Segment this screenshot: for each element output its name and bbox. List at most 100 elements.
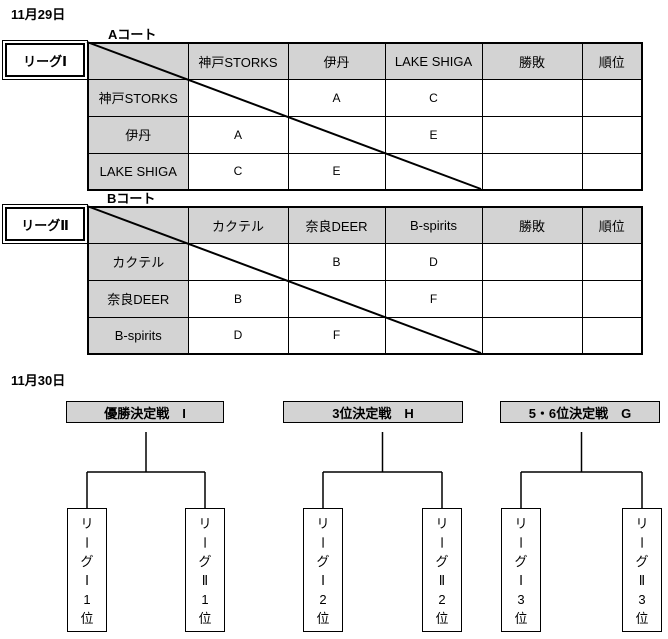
match-cell: D <box>384 242 483 281</box>
record-cell <box>481 78 583 117</box>
seed-label-char: リ <box>514 516 528 531</box>
seed-label-char: 位 <box>435 611 449 626</box>
seed-label-char: グ <box>635 554 649 569</box>
match-cell: C <box>187 152 289 191</box>
team-row-header: B-spirits <box>87 316 189 355</box>
team-column-header: 伊丹 <box>287 42 386 80</box>
seed-label-char: 3 <box>638 592 646 607</box>
seed-label-char: 2 <box>438 592 446 607</box>
match-cell: A <box>187 115 289 154</box>
rank-cell <box>581 152 643 191</box>
result-column-header: 勝敗 <box>481 42 583 80</box>
match-cell <box>287 279 386 318</box>
bracket-seed-box: リーグ Ⅰ 1 位 <box>67 508 107 632</box>
seed-label-char: 1 <box>83 592 91 607</box>
bracket-seed-box: リーグ Ⅱ 2 位 <box>422 508 462 632</box>
court-b-label: Bコート <box>107 191 156 206</box>
seed-label-char: リ <box>80 516 94 531</box>
result-column-header: 勝敗 <box>481 206 583 244</box>
match-cell: E <box>287 152 386 191</box>
team-column-header: LAKE SHIGA <box>384 42 483 80</box>
team-column-header: 神戸STORKS <box>187 42 289 80</box>
seed-label-char: グ <box>198 554 212 569</box>
team-row-header: LAKE SHIGA <box>87 152 189 191</box>
team-row-header: 伊丹 <box>87 115 189 154</box>
record-cell <box>481 152 583 191</box>
league-2-label: リーグⅡ <box>5 207 85 241</box>
match-cell: B <box>187 279 289 318</box>
record-cell <box>481 279 583 318</box>
match-cell <box>187 242 289 281</box>
seed-label-char: 位 <box>635 611 649 626</box>
league-2-box: リーグⅡ <box>2 204 88 244</box>
seed-label-char: ー <box>634 535 650 550</box>
match-cell: A <box>287 78 386 117</box>
bracket-title: 3位決定戦 H <box>283 401 463 423</box>
league-1-box: リーグⅠ <box>2 40 88 80</box>
seed-label-char: ー <box>513 535 529 550</box>
record-cell <box>481 115 583 154</box>
seed-label-char: ー <box>79 535 95 550</box>
match-cell <box>187 78 289 117</box>
team-column-header: カクテル <box>187 206 289 244</box>
rank-cell <box>581 316 643 355</box>
seed-label-char: Ⅰ <box>321 573 325 588</box>
seed-label-char: 2 <box>319 592 327 607</box>
seed-label-char: グ <box>80 554 94 569</box>
date-label-day1: 11月29日 <box>11 7 66 22</box>
seed-label-char: リ <box>198 516 212 531</box>
seed-label-char: Ⅱ <box>438 573 446 588</box>
match-cell <box>384 316 483 355</box>
match-cell: F <box>384 279 483 318</box>
seed-label-char: Ⅰ <box>85 573 89 588</box>
seed-label-char: Ⅰ <box>519 573 523 588</box>
seed-label-char: グ <box>514 554 528 569</box>
seed-label-char: Ⅱ <box>201 573 209 588</box>
seed-label-char: リ <box>316 516 330 531</box>
rank-cell <box>581 242 643 281</box>
seed-label-char: リ <box>635 516 649 531</box>
record-cell <box>481 316 583 355</box>
record-cell <box>481 242 583 281</box>
result-column-header: 順位 <box>581 42 643 80</box>
seed-label-char: ー <box>315 535 331 550</box>
seed-label-char: 位 <box>514 611 528 626</box>
team-row-header: 神戸STORKS <box>87 78 189 117</box>
corner-cell <box>87 206 189 244</box>
date-label-day2: 11月30日 <box>11 373 66 388</box>
league-1-label: リーグⅠ <box>5 43 85 77</box>
result-column-header: 順位 <box>581 206 643 244</box>
rank-cell <box>581 78 643 117</box>
match-cell: C <box>384 78 483 117</box>
team-row-header: カクテル <box>87 242 189 281</box>
seed-label-char: 1 <box>201 592 209 607</box>
seed-label-char: Ⅱ <box>638 573 646 588</box>
match-cell <box>287 115 386 154</box>
bracket-seed-box: リーグ Ⅱ 3 位 <box>622 508 662 632</box>
seed-label-char: ー <box>197 535 213 550</box>
seed-label-char: リ <box>435 516 449 531</box>
match-cell: E <box>384 115 483 154</box>
seed-label-char: ー <box>434 535 450 550</box>
match-cell: D <box>187 316 289 355</box>
seed-label-char: グ <box>435 554 449 569</box>
seed-label-char: 位 <box>80 611 94 626</box>
bracket-title: 5・6位決定戦 G <box>500 401 660 423</box>
seed-label-char: 位 <box>316 611 330 626</box>
